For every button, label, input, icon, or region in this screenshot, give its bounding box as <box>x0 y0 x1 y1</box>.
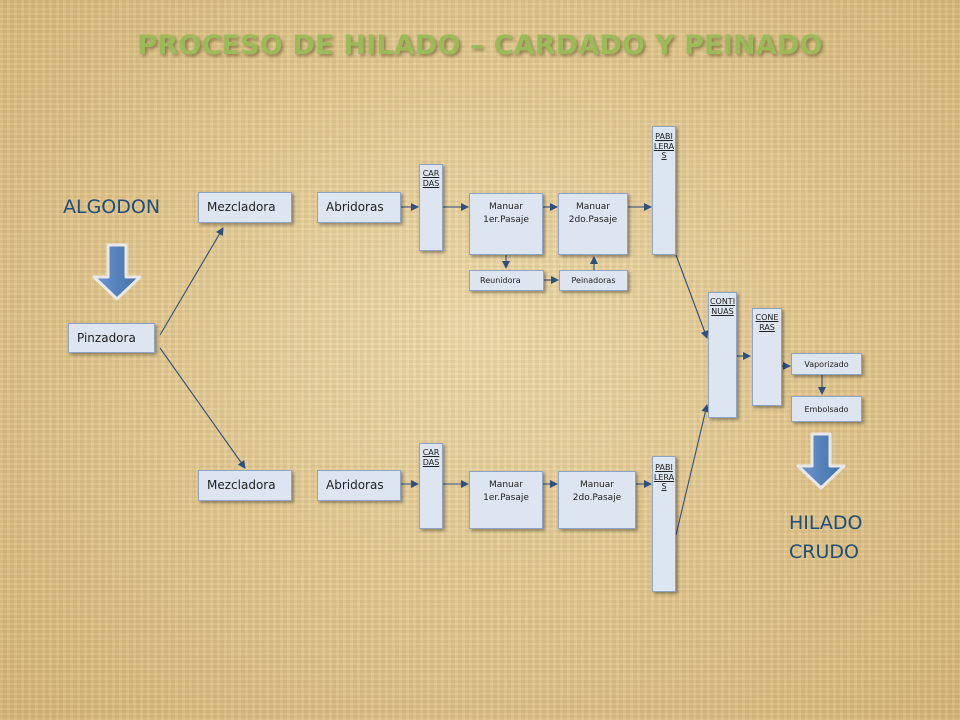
node-mezcladora-bottom-label: Mezcladora <box>207 478 276 492</box>
node-continuas: CONTINUAS <box>708 292 737 418</box>
node-abridoras-bottom: Abridoras <box>317 470 401 501</box>
node-mezcladora-top-label: Mezcladora <box>207 200 276 214</box>
node-coneras-label: CONERAS <box>755 313 779 332</box>
node-manuar1-bottom: Manuar 1er.Pasaje <box>469 471 543 529</box>
node-reunidora-label: Reunidora <box>480 276 521 285</box>
node-pabileras-top-label: PABILERAS <box>653 132 675 160</box>
connector-pinzadora-mezcladora-top <box>159 227 224 336</box>
node-pabileras-bottom: PABILERAS <box>652 456 676 592</box>
node-cardas-bottom-label: CARDAS <box>422 448 440 467</box>
input-label: ALGODON <box>63 196 161 218</box>
output-label-line2: CRUDO <box>789 541 859 563</box>
node-manuar2-bottom: Manuar 2do.Pasaje <box>558 471 636 529</box>
node-pinzadora: Pinzadora <box>68 323 155 353</box>
node-pabileras-bottom-label: PABILERAS <box>653 463 675 491</box>
node-peinadoras: Peinadoras <box>559 270 628 291</box>
node-cardas-top-label: CARDAS <box>422 169 440 188</box>
node-manuar1-top-line2: 1er.Pasaje <box>483 215 529 225</box>
output-label-line1: HILADO <box>789 512 863 534</box>
node-manuar1-bottom-line1: Manuar <box>489 480 523 490</box>
node-pabileras-top: PABILERAS <box>652 126 676 255</box>
node-abridoras-bottom-label: Abridoras <box>326 478 384 492</box>
node-vaporizado-label: Vaporizado <box>804 359 849 369</box>
node-embolsado: Embolsado <box>791 396 862 422</box>
node-abridoras-top: Abridoras <box>317 192 401 223</box>
output-down-arrow-icon <box>796 432 846 490</box>
node-continuas-label: CONTINUAS <box>709 297 736 316</box>
page-title: PROCESO DE HILADO – CARDADO Y PEINADO <box>137 30 823 61</box>
node-manuar2-top-line1: Manuar <box>576 202 610 212</box>
node-manuar1-bottom-line2: 1er.Pasaje <box>483 493 529 503</box>
node-manuar2-top-line2: 2do.Pasaje <box>568 215 618 225</box>
node-manuar2-bottom-line1: Manuar <box>580 480 614 490</box>
node-manuar2-top: Manuar 2do.Pasaje <box>558 193 628 255</box>
node-mezcladora-bottom: Mezcladora <box>198 470 292 501</box>
node-embolsado-label: Embolsado <box>804 404 849 414</box>
connector-pabileras-top-continuas <box>675 254 709 339</box>
node-manuar2-bottom-line2: 2do.Pasaje <box>572 493 622 503</box>
node-vaporizado: Vaporizado <box>791 353 862 375</box>
node-coneras: CONERAS <box>752 308 782 406</box>
node-pinzadora-label: Pinzadora <box>77 331 136 345</box>
node-abridoras-top-label: Abridoras <box>326 200 384 214</box>
node-reunidora: Reunidora <box>469 270 544 291</box>
node-manuar1-top-line1: Manuar <box>489 202 523 212</box>
node-cardas-top: CARDAS <box>419 164 443 251</box>
node-peinadoras-label: Peinadoras <box>571 276 616 285</box>
node-mezcladora-top: Mezcladora <box>198 192 292 223</box>
input-down-arrow-icon <box>92 243 142 301</box>
connector-pinzadora-mezcladora-bottom <box>159 347 246 469</box>
node-cardas-bottom: CARDAS <box>419 443 443 529</box>
node-manuar1-top: Manuar 1er.Pasaje <box>469 193 543 255</box>
connector-pabileras-bottom-continuas <box>675 404 710 536</box>
